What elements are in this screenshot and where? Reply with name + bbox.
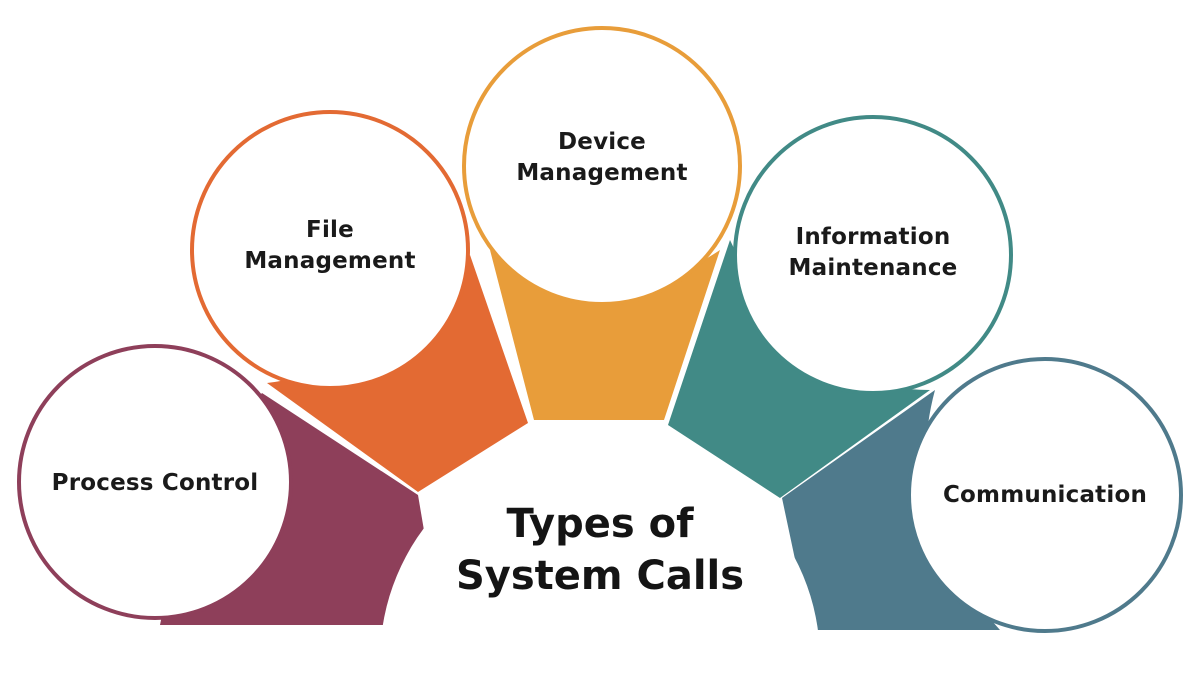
process-control-circle [17,344,293,620]
communication-circle [907,357,1183,633]
center-title-line2: System Calls [455,553,745,599]
device-management-label-line1: Device [557,129,646,155]
center-semicircle [380,440,820,660]
information-maintenance-label-line1: Information [795,224,951,250]
information-maintenance-circle [733,115,1013,395]
information-maintenance-label: Information Maintenance [743,222,1003,284]
center-title-line1: Types of [506,501,694,547]
device-management-label-line2: Management [516,160,688,187]
communication-label-line1: Communication [942,482,1148,508]
device-management-circle [462,26,742,306]
process-control-label-line1: Process Control [51,470,259,496]
information-maintenance-label-line2: Maintenance [788,255,958,282]
center-title: Types of System Calls [400,498,800,602]
file-management-circle [190,110,470,390]
file-management-band [267,255,528,492]
file-management-label-line1: File [306,217,354,243]
device-management-label: Device Management [472,127,732,189]
file-management-label-line2: Management [244,248,416,275]
communication-label: Communication [915,480,1175,511]
file-management-label: File Management [200,215,460,277]
process-control-label: Process Control [25,468,285,499]
